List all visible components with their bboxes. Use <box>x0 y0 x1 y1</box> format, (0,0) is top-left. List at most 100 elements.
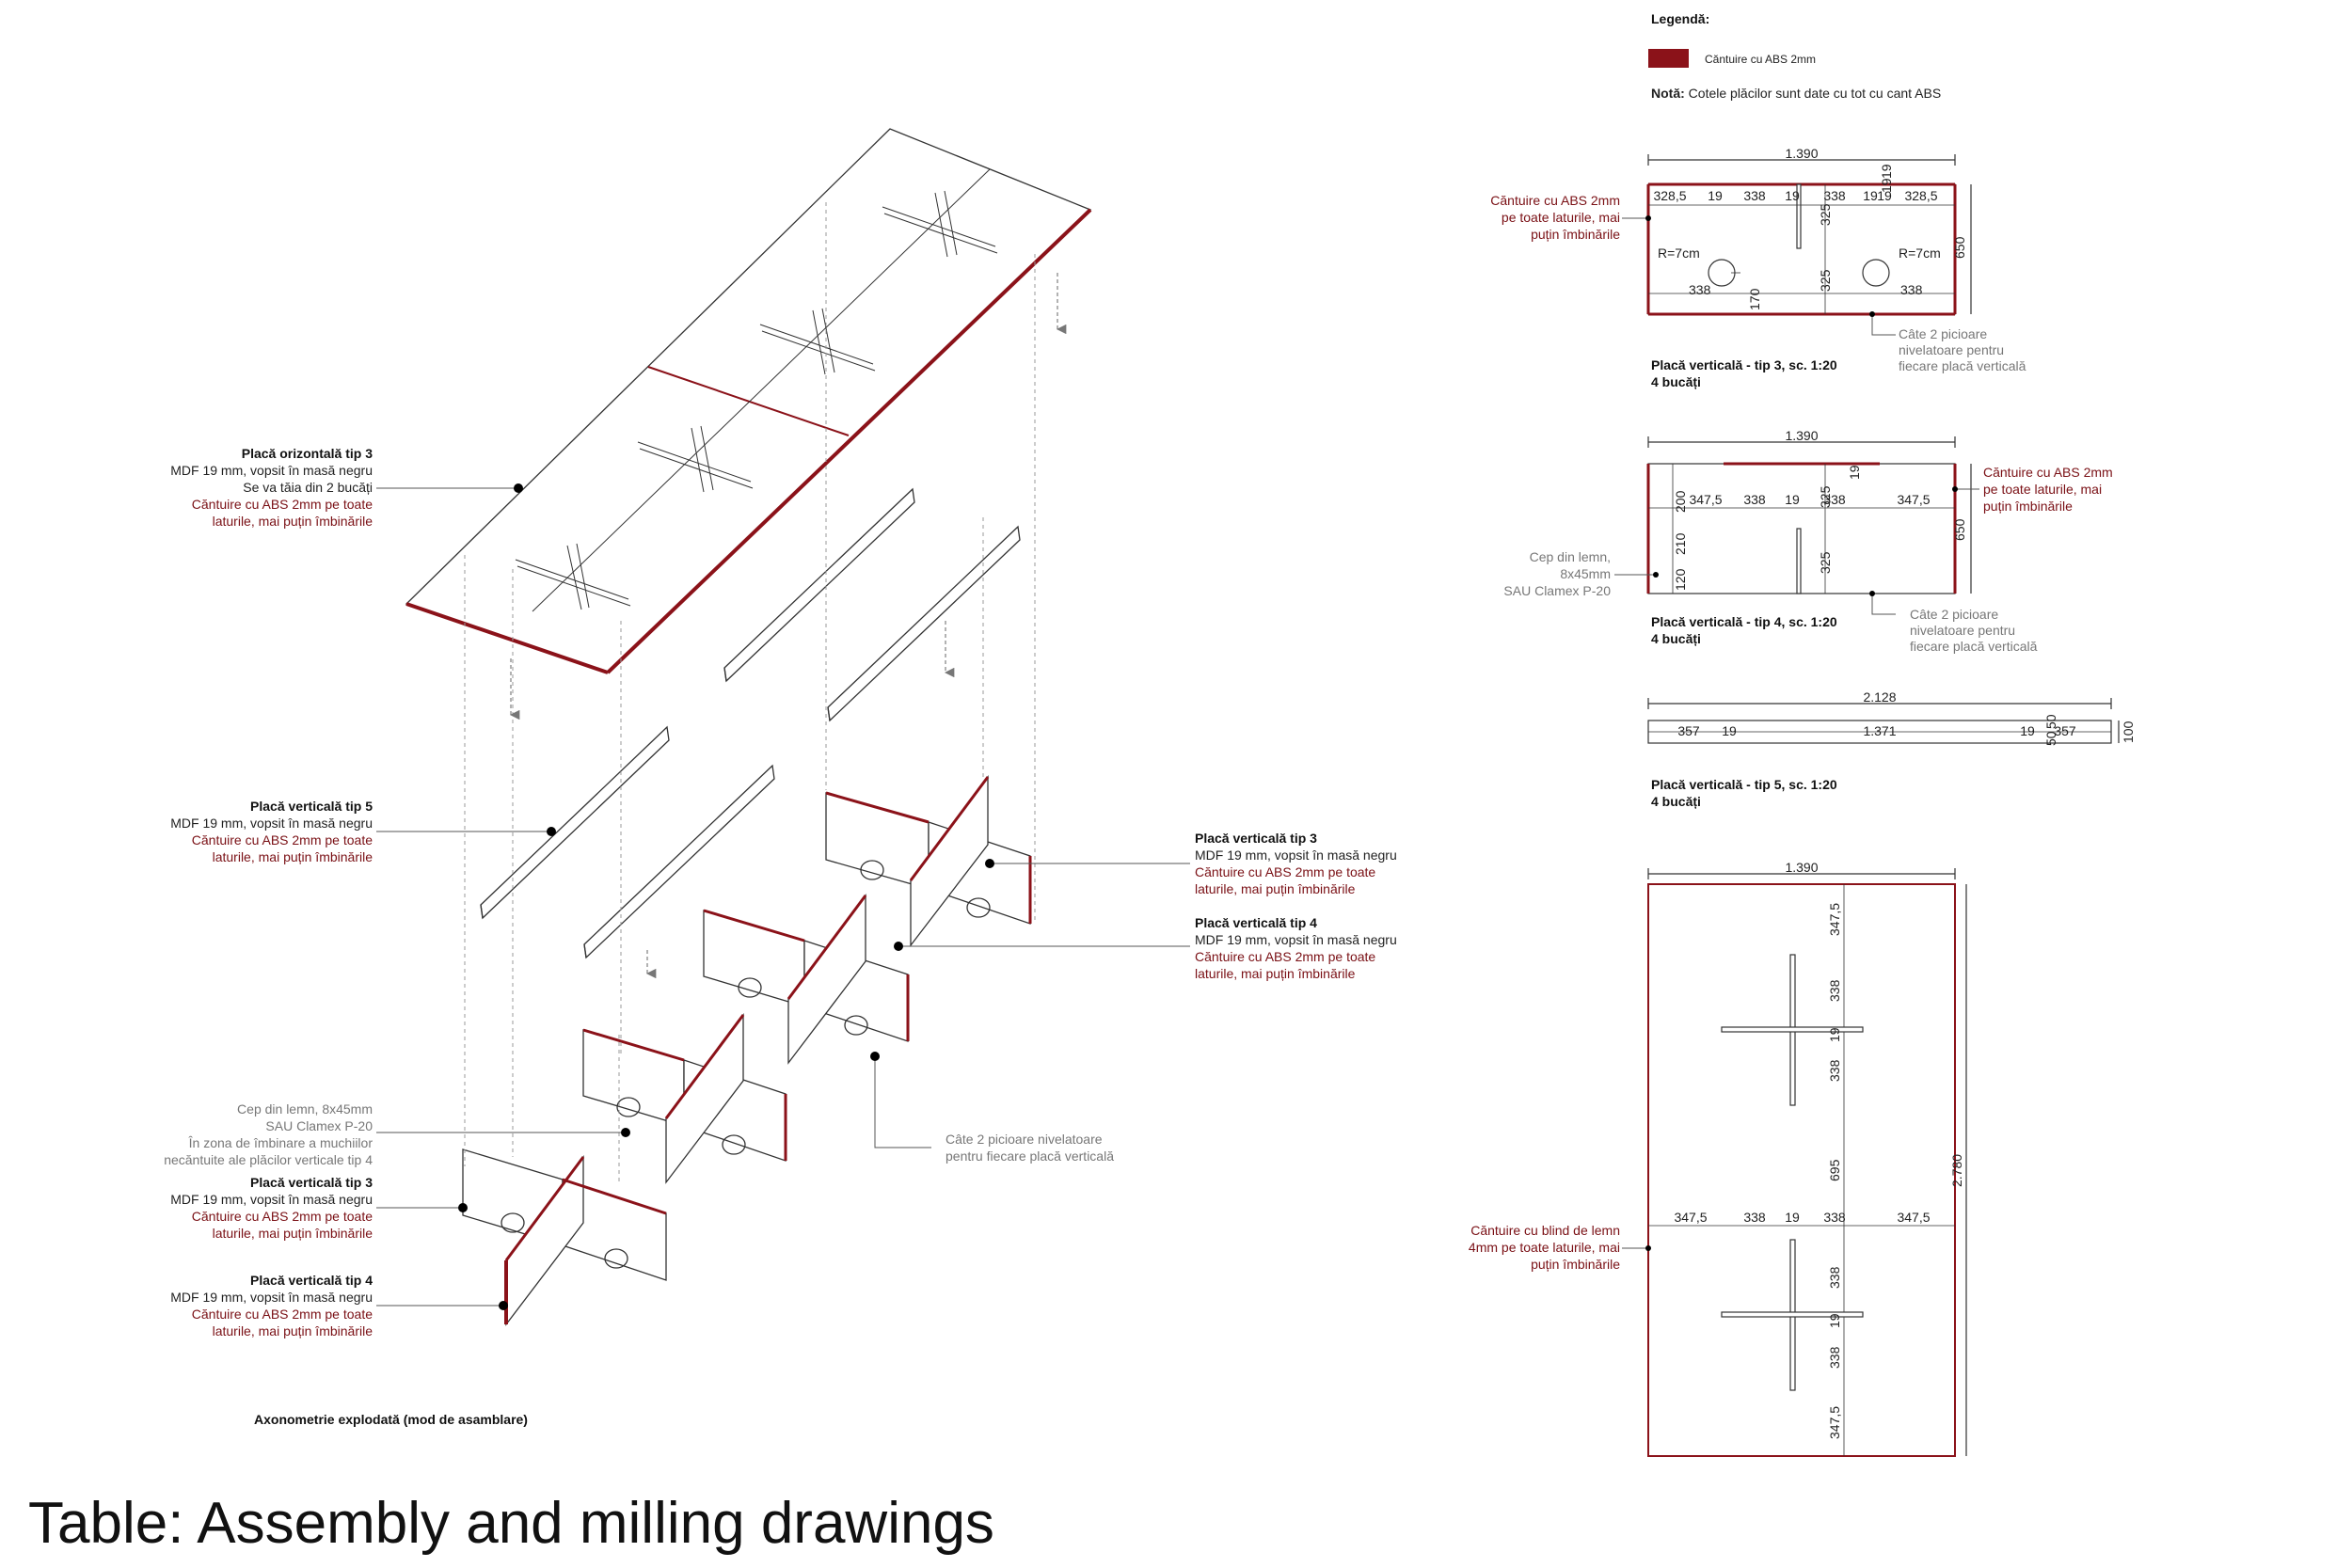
svg-text:19: 19 <box>1847 465 1862 480</box>
svg-text:357: 357 <box>2054 723 2076 738</box>
svg-text:Placă verticală - tip 4, sc. 1: Placă verticală - tip 4, sc. 1:20 <box>1651 614 1837 629</box>
svg-text:338: 338 <box>1823 492 1846 507</box>
cross-slots <box>515 190 998 610</box>
svg-text:Căntuire cu ABS 2mm pe toate: Căntuire cu ABS 2mm pe toate <box>192 1209 373 1224</box>
svg-text:Notă: Cotele plăcilor sunt dat: Notă: Cotele plăcilor sunt date cu tot c… <box>1651 86 1941 101</box>
leader-dots <box>458 483 994 1310</box>
svg-text:laturile, mai puțin îmbinările: laturile, mai puțin îmbinările <box>213 849 373 864</box>
svg-text:Placă verticală tip 5: Placă verticală tip 5 <box>250 799 373 814</box>
svg-text:Câte 2 picioare nivelatoare: Câte 2 picioare nivelatoare <box>946 1132 1103 1147</box>
svg-text:MDF 19 mm, vopsit în masă negr: MDF 19 mm, vopsit în masă negru <box>1195 932 1397 947</box>
axon-label-v4-left: Placă verticală tip 4 MDF 19 mm, vopsit … <box>170 1273 373 1338</box>
svg-text:4 bucăți: 4 bucăți <box>1651 631 1701 646</box>
footer-title: Table: Assembly and milling drawings <box>28 1491 994 1556</box>
svg-text:R=7cm: R=7cm <box>1899 245 1941 261</box>
axon-label-legs: Câte 2 picioare nivelatoare pentru fieca… <box>946 1132 1114 1164</box>
drawing-tip4: 1.390 347,5 338 19 338 347,5 19 325 325 … <box>1503 428 2112 654</box>
drawing-tip3: 1.390 328,5 19 338 19 338 19 19 328,5 19… <box>1490 146 2026 389</box>
plate-split-line <box>647 366 850 436</box>
axon-label-cep: Cep din lemn, 8x45mm SAU Clamex P-20 În … <box>164 1101 373 1167</box>
svg-text:4 bucăți: 4 bucăți <box>1651 374 1701 389</box>
svg-text:Câte 2 picioare: Câte 2 picioare <box>1899 326 1987 341</box>
svg-text:338: 338 <box>1827 1346 1842 1369</box>
leader-lines <box>376 487 1190 1307</box>
svg-text:Căntuire cu ABS 2mm: Căntuire cu ABS 2mm <box>1490 193 1620 208</box>
svg-text:19: 19 <box>1708 188 1723 203</box>
svg-text:1.390: 1.390 <box>1785 860 1818 875</box>
svg-text:19: 19 <box>1827 1027 1842 1042</box>
svg-text:19: 19 <box>1877 188 1892 203</box>
svg-text:347,5: 347,5 <box>1827 903 1842 936</box>
svg-text:100: 100 <box>2121 721 2136 743</box>
svg-text:nivelatoare pentru: nivelatoare pentru <box>1910 623 2015 638</box>
svg-text:650: 650 <box>1952 236 1967 259</box>
svg-text:338: 338 <box>1823 188 1846 203</box>
svg-text:347,5: 347,5 <box>1897 492 1930 507</box>
svg-text:338: 338 <box>1827 979 1842 1002</box>
axon-caption: Axonometrie explodată (mod de asamblare) <box>254 1412 528 1427</box>
bars-tip5-lower <box>480 725 775 959</box>
svg-text:pe toate laturile, mai: pe toate laturile, mai <box>1502 210 1620 225</box>
svg-text:SAU Clamex P-20: SAU Clamex P-20 <box>265 1118 373 1133</box>
svg-text:pentru fiecare placă verticală: pentru fiecare placă verticală <box>946 1148 1114 1164</box>
dim-total: 1.390 <box>1785 146 1818 161</box>
plate-center-line <box>532 168 991 612</box>
svg-text:MDF 19 mm, vopsit în masă negr: MDF 19 mm, vopsit în masă negru <box>170 1192 373 1207</box>
svg-text:170: 170 <box>1747 288 1762 310</box>
svg-text:325: 325 <box>1818 203 1833 226</box>
svg-text:1.390: 1.390 <box>1785 428 1818 443</box>
svg-text:Cep din lemn, 8x45mm: Cep din lemn, 8x45mm <box>237 1101 373 1117</box>
svg-text:puțin îmbinările: puțin îmbinările <box>1531 227 1620 242</box>
svg-text:Se va tăia din 2 bucăți: Se va tăia din 2 bucăți <box>243 480 373 495</box>
svg-text:Căntuire cu blind de lemn: Căntuire cu blind de lemn <box>1470 1223 1620 1238</box>
svg-text:357: 357 <box>1677 723 1700 738</box>
svg-text:fiecare placă verticală: fiecare placă verticală <box>1899 358 2026 373</box>
svg-text:Placă verticală tip 3: Placă verticală tip 3 <box>1195 831 1317 846</box>
svg-text:347,5: 347,5 <box>1897 1210 1930 1225</box>
svg-text:MDF 19 mm, vopsit în masă negr: MDF 19 mm, vopsit în masă negru <box>170 463 373 478</box>
svg-text:laturile, mai puțin îmbinările: laturile, mai puțin îmbinările <box>213 1323 373 1338</box>
svg-text:19: 19 <box>1785 188 1800 203</box>
svg-text:MDF 19 mm, vopsit în masă negr: MDF 19 mm, vopsit în masă negru <box>170 816 373 831</box>
svg-text:fiecare placă verticală: fiecare placă verticală <box>1910 639 2038 654</box>
svg-text:338: 338 <box>1743 1210 1766 1225</box>
svg-text:Câte 2 picioare: Câte 2 picioare <box>1910 607 1998 622</box>
svg-text:4mm pe toate laturile, mai: 4mm pe toate laturile, mai <box>1469 1240 1620 1255</box>
svg-text:2.780: 2.780 <box>1949 1154 1964 1187</box>
legend: Legendă: Căntuire cu ABS 2mm Notă: Cotel… <box>1648 11 1941 101</box>
svg-text:338: 338 <box>1827 1266 1842 1289</box>
svg-text:347,5: 347,5 <box>1674 1210 1707 1225</box>
svg-text:19: 19 <box>1722 723 1737 738</box>
svg-text:necăntuite ale plăcilor vertic: necăntuite ale plăcilor verticale tip 4 <box>164 1152 373 1167</box>
svg-text:Placă orizontală tip 3: Placă orizontală tip 3 <box>242 446 373 461</box>
svg-text:19: 19 <box>1879 164 1894 179</box>
svg-text:328,5: 328,5 <box>1653 188 1686 203</box>
svg-text:Căntuire cu ABS 2mm pe toate: Căntuire cu ABS 2mm pe toate <box>1195 864 1375 879</box>
note-bold: Notă: <box>1651 86 1685 101</box>
note-text: Cotele plăcilor sunt date cu tot cu cant… <box>1689 86 1942 101</box>
axon-label-v3-left: Placă verticală tip 3 MDF 19 mm, vopsit … <box>170 1175 373 1241</box>
svg-text:Căntuire cu ABS 2mm pe toate: Căntuire cu ABS 2mm pe toate <box>192 832 373 847</box>
legend-item-label: Căntuire cu ABS 2mm <box>1705 53 1816 66</box>
axon-label-h3: Placă orizontală tip 3 MDF 19 mm, vopsit… <box>170 446 373 529</box>
svg-text:Placă verticală tip 3: Placă verticală tip 3 <box>250 1175 373 1190</box>
svg-text:Placă verticală tip 4: Placă verticală tip 4 <box>1195 915 1317 930</box>
drawing-horizontal-plate: 1.390 347,5 338 19 338 695 338 19 338 34… <box>1469 860 1967 1457</box>
svg-text:338: 338 <box>1689 282 1711 297</box>
svg-text:338: 338 <box>1743 492 1766 507</box>
svg-text:338: 338 <box>1823 1210 1846 1225</box>
svg-text:pe toate laturile, mai: pe toate laturile, mai <box>1983 482 2102 497</box>
svg-text:Placă verticală - tip 5, sc. 1: Placă verticală - tip 5, sc. 1:20 <box>1651 777 1837 792</box>
legend-swatch <box>1648 49 1689 68</box>
axon-label-v5: Placă verticală tip 5 MDF 19 mm, vopsit … <box>170 799 373 864</box>
tip3-edge-note: Căntuire cu ABS 2mm pe toate laturile, m… <box>1490 193 1620 242</box>
svg-text:19: 19 <box>1827 1313 1842 1328</box>
svg-text:În zona de îmbinare a muchiilo: În zona de îmbinare a muchiilor <box>188 1135 373 1150</box>
vertical-assembly <box>462 775 1032 1326</box>
axon-label-v4-right: Placă verticală tip 4 MDF 19 mm, vopsit … <box>1195 915 1397 981</box>
horizontal-edge-note: Căntuire cu blind de lemn 4mm pe toate l… <box>1469 1223 1620 1272</box>
svg-text:laturile, mai puțin îmbinările: laturile, mai puțin îmbinările <box>213 1226 373 1241</box>
svg-text:120: 120 <box>1673 568 1688 591</box>
svg-text:R=7cm: R=7cm <box>1658 245 1700 261</box>
